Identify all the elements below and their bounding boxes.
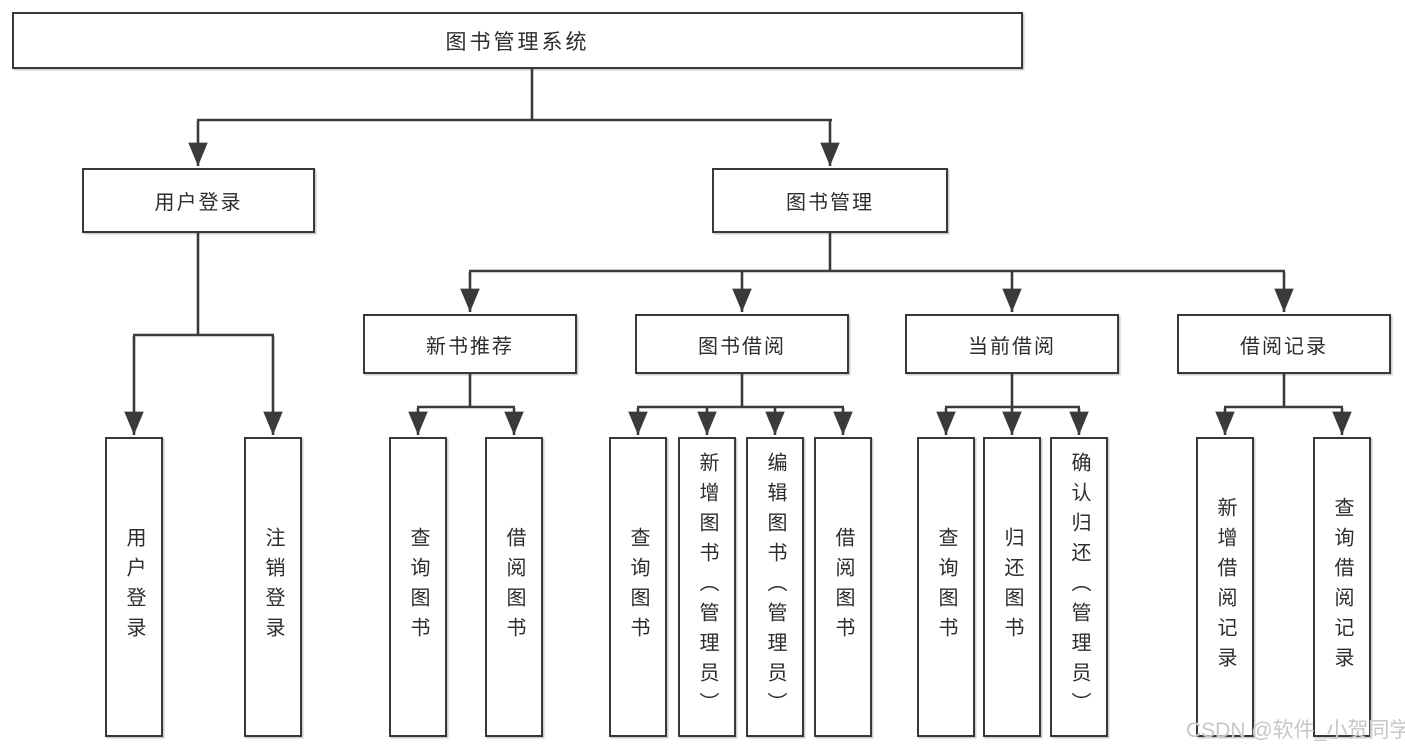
leaf-bb-query-books: 查询图书 — [609, 437, 667, 737]
leaf-bb-add-books-admin: 新增图书（管理员） — [678, 437, 736, 737]
leaf-cb-query-books: 查询图书 — [917, 437, 975, 737]
node-book-management: 图书管理 — [712, 168, 948, 233]
csdn-watermark: CSDN @软件_小贺同学 — [1186, 719, 1405, 742]
node-user-login: 用户登录 — [82, 168, 315, 233]
leaf-cb-return-books: 归还图书 — [983, 437, 1041, 737]
leaf-br-query-record: 查询借阅记录 — [1313, 437, 1371, 737]
leaf-nbr-query-books: 查询图书 — [389, 437, 447, 737]
leaf-bb-borrow-books: 借阅图书 — [814, 437, 872, 737]
node-book-borrow: 图书借阅 — [635, 314, 849, 374]
leaf-nbr-borrow-books: 借阅图书 — [485, 437, 543, 737]
leaf-cb-confirm-return-admin: 确认归还（管理员） — [1050, 437, 1108, 737]
node-root: 图书管理系统 — [12, 12, 1023, 69]
leaf-user-login: 用户登录 — [105, 437, 163, 737]
leaf-br-add-record: 新增借阅记录 — [1196, 437, 1254, 737]
node-new-book-recommend: 新书推荐 — [363, 314, 577, 374]
node-current-borrow: 当前借阅 — [905, 314, 1119, 374]
leaf-bb-edit-books-admin: 编辑图书（管理员） — [746, 437, 804, 737]
node-borrow-records: 借阅记录 — [1177, 314, 1391, 374]
leaf-logout: 注销登录 — [244, 437, 302, 737]
